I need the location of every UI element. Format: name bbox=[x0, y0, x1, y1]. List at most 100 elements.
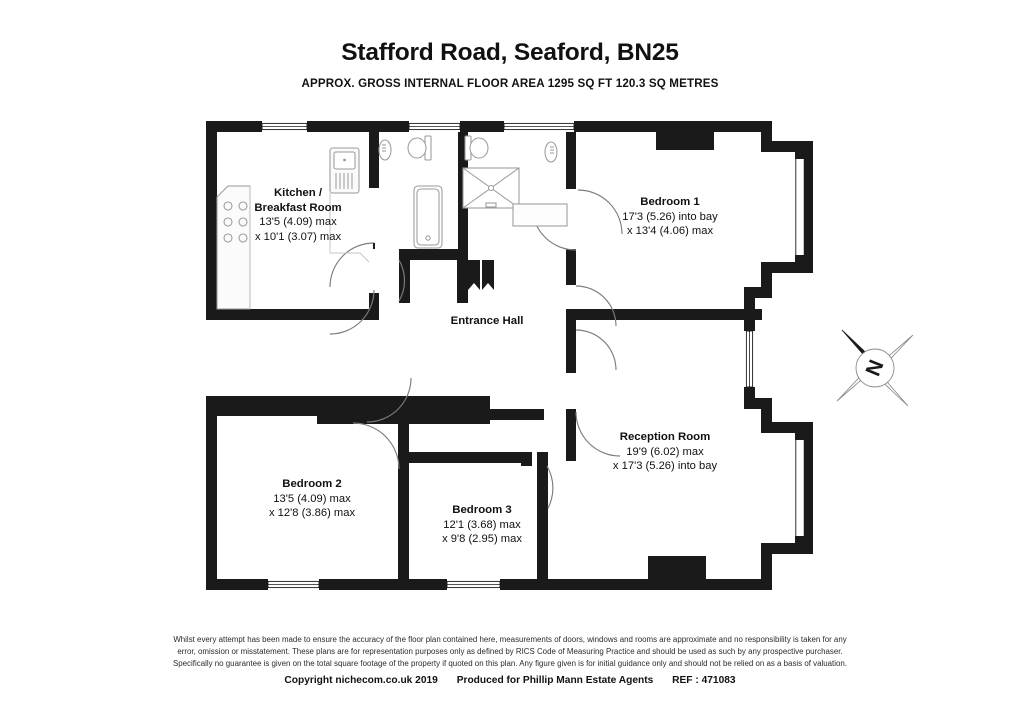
basin-2 bbox=[544, 141, 558, 163]
wall-bay1-right bbox=[804, 152, 813, 262]
disclaimer-line-1: Whilst every attempt has been made to en… bbox=[173, 635, 847, 644]
wall-recep-left bbox=[566, 452, 576, 461]
page-title: Stafford Road, Seaford, BN25 bbox=[341, 39, 679, 66]
wall-bed3-right bbox=[537, 452, 548, 590]
room-label-bedroom2: Bedroom 2 13'5 (4.09) max x 12'8 (3.86) … bbox=[212, 477, 412, 520]
reference-number: REF : 471083 bbox=[672, 675, 736, 686]
wall-bottom-seg1 bbox=[206, 579, 268, 590]
wall-top-seg1 bbox=[206, 121, 262, 132]
wall-left-lower bbox=[206, 396, 217, 590]
room-dim1-bedroom3: 12'1 (3.68) max bbox=[443, 518, 521, 531]
double-doors-hall bbox=[468, 260, 494, 290]
room-dim1-bedroom2: 13'5 (4.09) max bbox=[273, 492, 351, 505]
disclaimer-line-3: Specifically no guarantee is given on th… bbox=[172, 659, 848, 669]
walls-group bbox=[206, 121, 813, 590]
wall-top-seg3 bbox=[460, 121, 504, 132]
wall-hall-recess-right bbox=[457, 253, 468, 303]
door-arc-hall-right2 bbox=[575, 329, 617, 371]
disclaimer-line-2: error, omission or misstatement. These p… bbox=[177, 647, 843, 657]
toilet-2 bbox=[464, 135, 489, 161]
room-label-bedroom3: Bedroom 3 12'1 (3.68) max x 9'8 (2.95) m… bbox=[382, 503, 582, 546]
room-label-kitchen: Kitchen / Breakfast Room 13'5 (4.09) max… bbox=[198, 186, 398, 244]
room-dim1-bedroom1: 17'3 (5.26) into bay bbox=[622, 210, 718, 223]
wall-bay1-bot-jog bbox=[761, 262, 795, 273]
room-name-reception: Reception Room bbox=[619, 431, 711, 443]
wall-bay2-top-jog bbox=[761, 422, 795, 433]
wall-top-seg2 bbox=[307, 121, 409, 132]
toilet-1 bbox=[407, 135, 432, 161]
kitchen-sink-plug bbox=[343, 158, 346, 162]
shower-waste bbox=[485, 202, 497, 208]
room-dim2-bedroom3: x 9'8 (2.95) max bbox=[442, 532, 522, 545]
wall-hall-recess-top bbox=[206, 309, 347, 320]
wall-hall-bottom-band3 bbox=[430, 409, 544, 420]
fixtures-group bbox=[216, 135, 568, 310]
copyright-text: Copyright nichecom.co.uk 2019 bbox=[284, 675, 438, 686]
wall-hall-recep-upper bbox=[566, 320, 576, 373]
wall-bay2-corner-br bbox=[795, 536, 813, 554]
wall-bed2-bed3-divider bbox=[398, 424, 409, 590]
room-name-bedroom3: Bedroom 3 bbox=[452, 504, 512, 516]
wall-kitchen-right-lower bbox=[369, 293, 379, 320]
basin-wc1 bbox=[378, 139, 392, 161]
kitchen-drainer-grooves bbox=[335, 173, 353, 189]
wall-bed3-top bbox=[398, 452, 532, 463]
kitchen-worktop-corner bbox=[330, 252, 370, 263]
wall-top-seg4 bbox=[574, 121, 772, 132]
wall-bath-left bbox=[458, 132, 468, 184]
shower-drain bbox=[487, 184, 495, 192]
copyright-bar: Copyright nichecom.co.uk 2019 Produced f… bbox=[0, 675, 1020, 686]
wall-bay2-bot-jog bbox=[761, 543, 795, 554]
wall-bottom-right-cap bbox=[758, 579, 772, 590]
wall-right-top-return bbox=[761, 121, 772, 152]
room-name-kitchen-line1: Kitchen / bbox=[273, 187, 323, 199]
room-name-bedroom1: Bedroom 1 bbox=[640, 196, 700, 208]
wall-bottom-seg2 bbox=[319, 579, 447, 590]
compass-circle bbox=[855, 348, 895, 388]
room-dim2-bedroom2: x 12'8 (3.86) max bbox=[268, 506, 356, 519]
wall-right-bay2-return bbox=[761, 398, 772, 433]
door-arc-bathroom bbox=[398, 259, 405, 302]
wall-right-mid-return bbox=[761, 262, 772, 298]
wall-bay1-corner-br bbox=[795, 255, 813, 273]
wall-hall-bed1-lower bbox=[566, 249, 576, 285]
wall-wc-divider bbox=[458, 184, 468, 249]
bay-glazing-group bbox=[771, 142, 805, 553]
door-arcs-group bbox=[329, 189, 623, 511]
window-lines-group bbox=[262, 126, 750, 585]
room-label-reception: Reception Room 19'9 (6.02) max x 17'3 (5… bbox=[545, 430, 785, 473]
door-arc-reception bbox=[575, 411, 621, 457]
bathtub-inner bbox=[416, 188, 440, 246]
door-arc-bedroom3 bbox=[546, 465, 554, 511]
floor-area-subtitle: APPROX. GROSS INTERNAL FLOOR AREA 1295 S… bbox=[301, 76, 719, 90]
door-arc-kitchen bbox=[329, 242, 375, 288]
hall-cupboard bbox=[512, 203, 568, 227]
hob-icon bbox=[223, 201, 248, 243]
room-name-bedroom2: Bedroom 2 bbox=[282, 478, 342, 490]
wall-hall-top-left bbox=[399, 249, 458, 260]
door-arc-hall-bed2 bbox=[366, 377, 412, 423]
room-name-kitchen-line2: Breakfast Room bbox=[254, 201, 342, 214]
wall-bay2-right bbox=[804, 433, 813, 543]
wall-bed3-top-jog bbox=[521, 452, 532, 466]
wall-hall-recep-lower bbox=[566, 409, 576, 452]
room-dim1-kitchen: 13'5 (4.09) max bbox=[259, 216, 337, 229]
wall-kitchen-right-upper bbox=[369, 132, 379, 188]
disclaimer: Whilst every attempt has been made to en… bbox=[0, 634, 1020, 670]
room-dim2-reception: x 17'3 (5.26) into bay bbox=[612, 459, 718, 472]
produced-for-text: Produced for Phillip Mann Estate Agents bbox=[456, 675, 654, 686]
plan-header: Stafford Road, Seaford, BN25 APPROX. GRO… bbox=[0, 0, 1020, 89]
compass-rose: N bbox=[836, 329, 914, 407]
wall-bay1-top-jog bbox=[761, 141, 795, 152]
wall-left-upper bbox=[206, 121, 217, 320]
room-dim2-kitchen: x 10'1 (3.07) max bbox=[254, 230, 342, 243]
room-label-bedroom1: Bedroom 1 17'3 (5.26) into bay x 13'4 (4… bbox=[570, 195, 770, 238]
door-arc-bedroom1b bbox=[577, 189, 623, 235]
wall-hall-bed1 bbox=[566, 132, 576, 189]
room-dim1-reception: 19'9 (6.02) max bbox=[626, 445, 704, 458]
room-name-entrance-hall: Entrance Hall bbox=[450, 315, 524, 327]
room-dim2-bedroom1: x 13'4 (4.06) max bbox=[626, 224, 714, 237]
wall-right-bottom-return bbox=[761, 543, 772, 590]
